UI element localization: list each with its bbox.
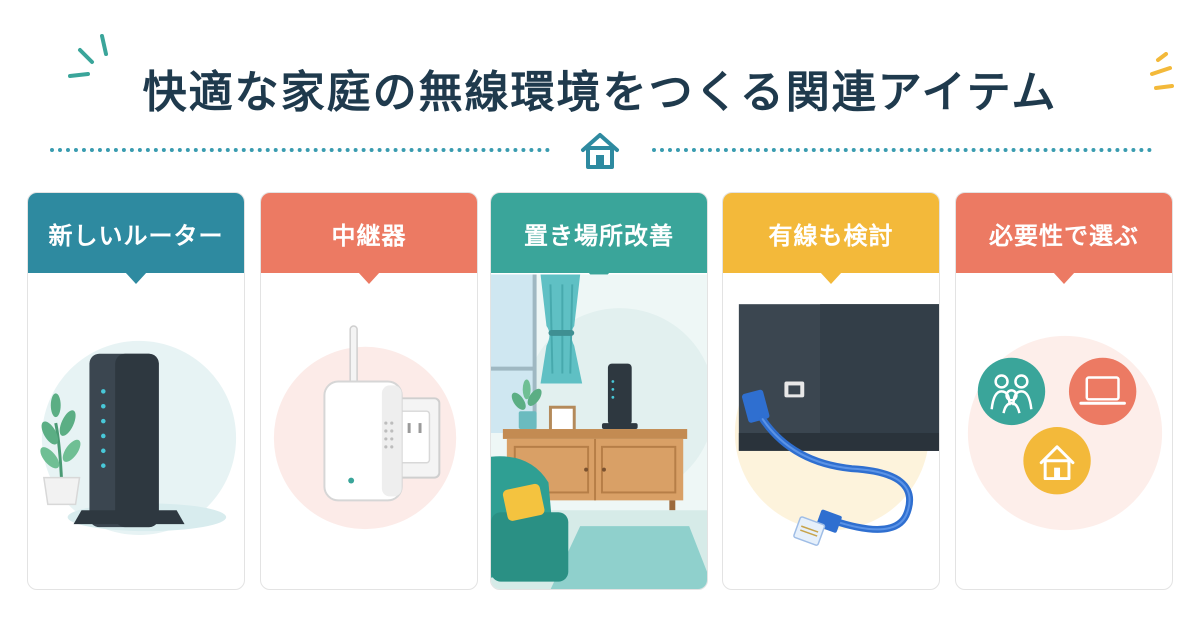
plant-icon <box>40 393 81 506</box>
lan-cable-icon <box>741 389 913 546</box>
repeater-icon <box>323 325 403 502</box>
card-header: 置き場所改善 <box>491 193 707 273</box>
repeater-illustration <box>273 325 457 530</box>
card-repeater: 中継器 <box>260 192 478 590</box>
router-icon <box>601 363 638 430</box>
placement-illustration <box>491 274 707 589</box>
plant-icon <box>511 379 542 430</box>
card-header: 有線も検討 <box>723 193 939 273</box>
family-icon <box>977 357 1046 426</box>
card-choose: 必要性で選ぶ <box>955 192 1173 590</box>
card-notch <box>820 272 842 284</box>
router-illustration <box>40 340 237 536</box>
curtain-icon <box>540 274 583 384</box>
divider-left <box>50 148 550 152</box>
card-notch <box>358 272 380 284</box>
card-header: 新しいルーター <box>28 193 244 273</box>
choose-illustration <box>967 335 1163 531</box>
house-icon <box>581 133 619 169</box>
house-icon <box>1023 427 1091 495</box>
sofa-icon <box>491 456 569 582</box>
divider-right <box>652 148 1152 152</box>
card-new-router: 新しいルーター <box>27 192 245 590</box>
card-notch <box>1053 272 1075 284</box>
card-placement: 置き場所改善 <box>490 192 708 590</box>
wired-illustration <box>734 304 939 546</box>
card-notch <box>125 272 147 284</box>
card-header: 必要性で選ぶ <box>956 193 1172 273</box>
router-icon <box>73 353 185 528</box>
sparkle-right-icon <box>1150 52 1174 90</box>
card-header: 中継器 <box>261 193 477 273</box>
laptop-icon <box>1068 357 1137 426</box>
page-title: 快適な家庭の無線環境をつくる関連アイテム <box>142 67 1058 118</box>
sparkle-left-icon <box>68 34 108 78</box>
card-wired: 有線も検討 <box>722 192 940 590</box>
